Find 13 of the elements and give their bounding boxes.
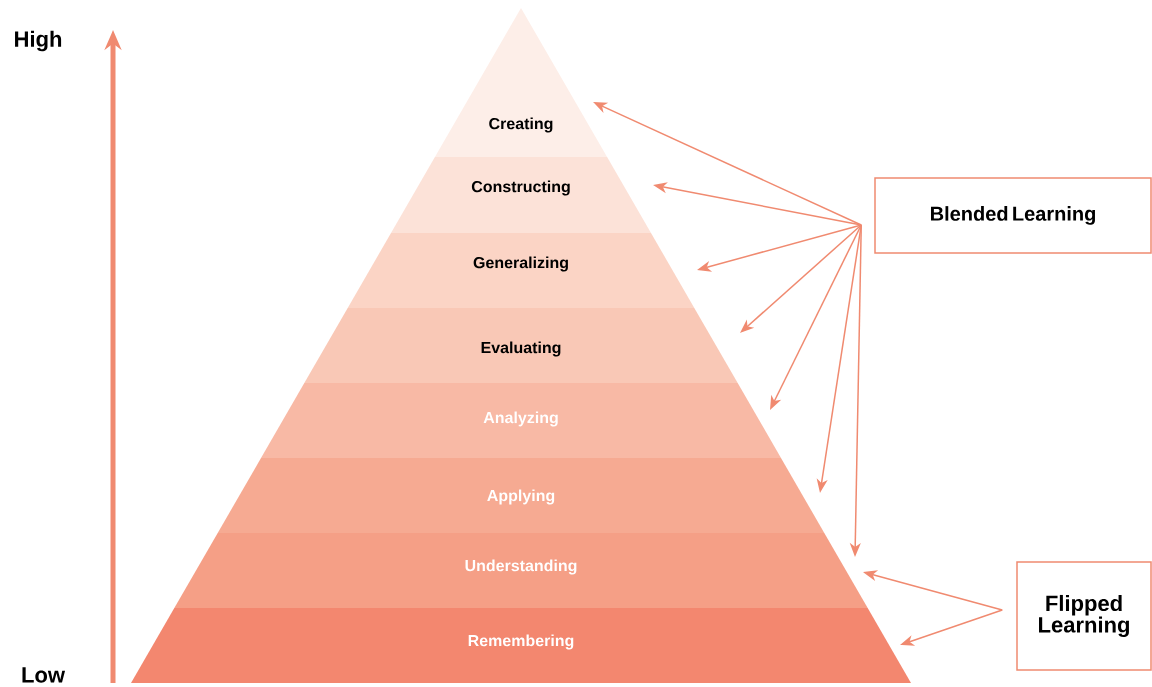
pyramid-level: Understanding [174, 533, 868, 608]
label-box: Flipped Learning [1016, 561, 1152, 671]
axis-label: Low [22, 667, 66, 683]
label-box: Blended Learning [874, 177, 1152, 254]
axis-label: High [15, 30, 62, 52]
pyramid-level: Remembering [131, 608, 911, 683]
arrow [740, 224, 862, 333]
pyramid-level: Evaluating [304, 308, 738, 383]
pyramid-level: Creating [434, 8, 608, 157]
pyramid-level: Constructing [391, 157, 651, 233]
pyramid-level: Applying [217, 458, 825, 533]
pyramid-level: Analyzing [261, 383, 781, 458]
pyramid-level: Generalizing [347, 233, 695, 308]
